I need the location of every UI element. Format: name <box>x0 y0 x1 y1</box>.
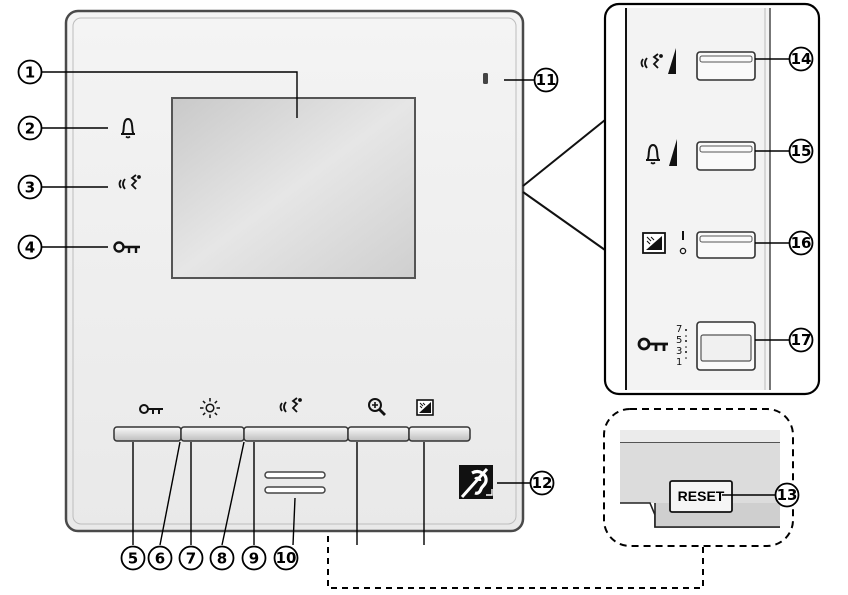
svg-text:10: 10 <box>276 549 297 567</box>
callout-7: 7 <box>178 545 204 571</box>
side-controls-detail: 7 5 3 1 <box>522 2 821 396</box>
svg-text:11: 11 <box>536 71 557 89</box>
volume-wedge <box>669 139 677 166</box>
svg-text:7: 7 <box>186 550 196 568</box>
svg-text:8: 8 <box>217 550 227 568</box>
bell-icon <box>646 143 660 165</box>
monitor-unit <box>64 9 525 533</box>
leader-line <box>221 441 245 546</box>
svg-text:12: 12 <box>532 474 553 492</box>
monitor-screen <box>171 97 416 279</box>
svg-text:14: 14 <box>791 50 812 68</box>
adjust-indicator-marks <box>679 231 687 255</box>
detail-pointer <box>522 119 606 251</box>
svg-text:6: 6 <box>155 550 165 568</box>
svg-text:2: 2 <box>25 120 35 138</box>
callout-4: 4 <box>17 234 43 260</box>
callout-3: 3 <box>17 174 43 200</box>
brightness-button[interactable] <box>180 426 245 442</box>
unlock-time-scale: 7 5 3 1 <box>676 324 687 368</box>
reset-button[interactable] <box>669 480 733 513</box>
reset-location-connector <box>327 536 704 589</box>
callout-13: 13 <box>774 482 800 508</box>
callout-17: 17 <box>788 327 814 353</box>
callout-6: 6 <box>147 545 173 571</box>
callout-14: 14 <box>788 46 814 72</box>
brightness-icon <box>200 398 220 418</box>
image-adjust-icon <box>642 232 666 254</box>
svg-text:1: 1 <box>25 64 35 82</box>
reset-label: RESET <box>678 488 725 504</box>
talk-volume-slider[interactable] <box>696 51 756 81</box>
ring-volume-slider[interactable] <box>696 141 756 171</box>
svg-text:4: 4 <box>25 239 35 257</box>
leader-line <box>292 497 296 546</box>
callout-10: 10 <box>273 545 299 571</box>
callout-16: 16 <box>788 230 814 256</box>
svg-text:5: 5 <box>128 550 138 568</box>
microphone-slot <box>264 486 326 494</box>
callout-15: 15 <box>788 138 814 164</box>
image-adjust-slider[interactable] <box>696 231 756 259</box>
image-adjust-button[interactable] <box>408 426 471 442</box>
svg-text:13: 13 <box>777 486 798 504</box>
reset-detail: RESET <box>603 408 794 547</box>
svg-text:9: 9 <box>249 550 259 568</box>
scale-label: 1 <box>676 357 682 368</box>
talk-icon <box>640 53 663 69</box>
unlock-button[interactable] <box>113 426 182 442</box>
talk-icon <box>279 397 302 413</box>
svg-text:16: 16 <box>791 234 812 252</box>
image-adjust-icon <box>416 399 434 416</box>
leader-line <box>42 71 298 118</box>
button-strip <box>113 426 471 442</box>
callout-9: 9 <box>241 545 267 571</box>
talk-icon <box>118 174 141 190</box>
svg-text:17: 17 <box>791 331 812 349</box>
callout-12: 12 <box>529 470 555 496</box>
svg-text:3: 3 <box>25 179 35 197</box>
zoom-button[interactable] <box>347 426 410 442</box>
key-icon <box>637 337 668 351</box>
scale-label: 7 <box>676 324 682 335</box>
key-icon <box>139 404 163 414</box>
callout-numbers: 1 2 3 4 5 6 7 8 <box>17 46 814 571</box>
microphone-slot <box>264 471 326 479</box>
zoom-icon <box>368 398 386 416</box>
leader-line <box>159 441 181 546</box>
callout-8: 8 <box>209 545 235 571</box>
volume-wedge <box>668 48 676 74</box>
leader-lines <box>42 58 789 546</box>
key-icon <box>113 241 140 253</box>
hearing-loop-icon <box>459 465 493 499</box>
callout-1: 1 <box>17 59 43 85</box>
svg-text:15: 15 <box>791 142 812 160</box>
talk-button[interactable] <box>243 426 349 442</box>
scale-label: 5 <box>676 335 682 346</box>
status-led <box>483 73 488 84</box>
callout-5: 5 <box>120 545 146 571</box>
callout-2: 2 <box>17 115 43 141</box>
callout-11: 11 <box>533 67 559 93</box>
bell-icon <box>121 117 135 139</box>
scale-label: 3 <box>676 346 682 357</box>
